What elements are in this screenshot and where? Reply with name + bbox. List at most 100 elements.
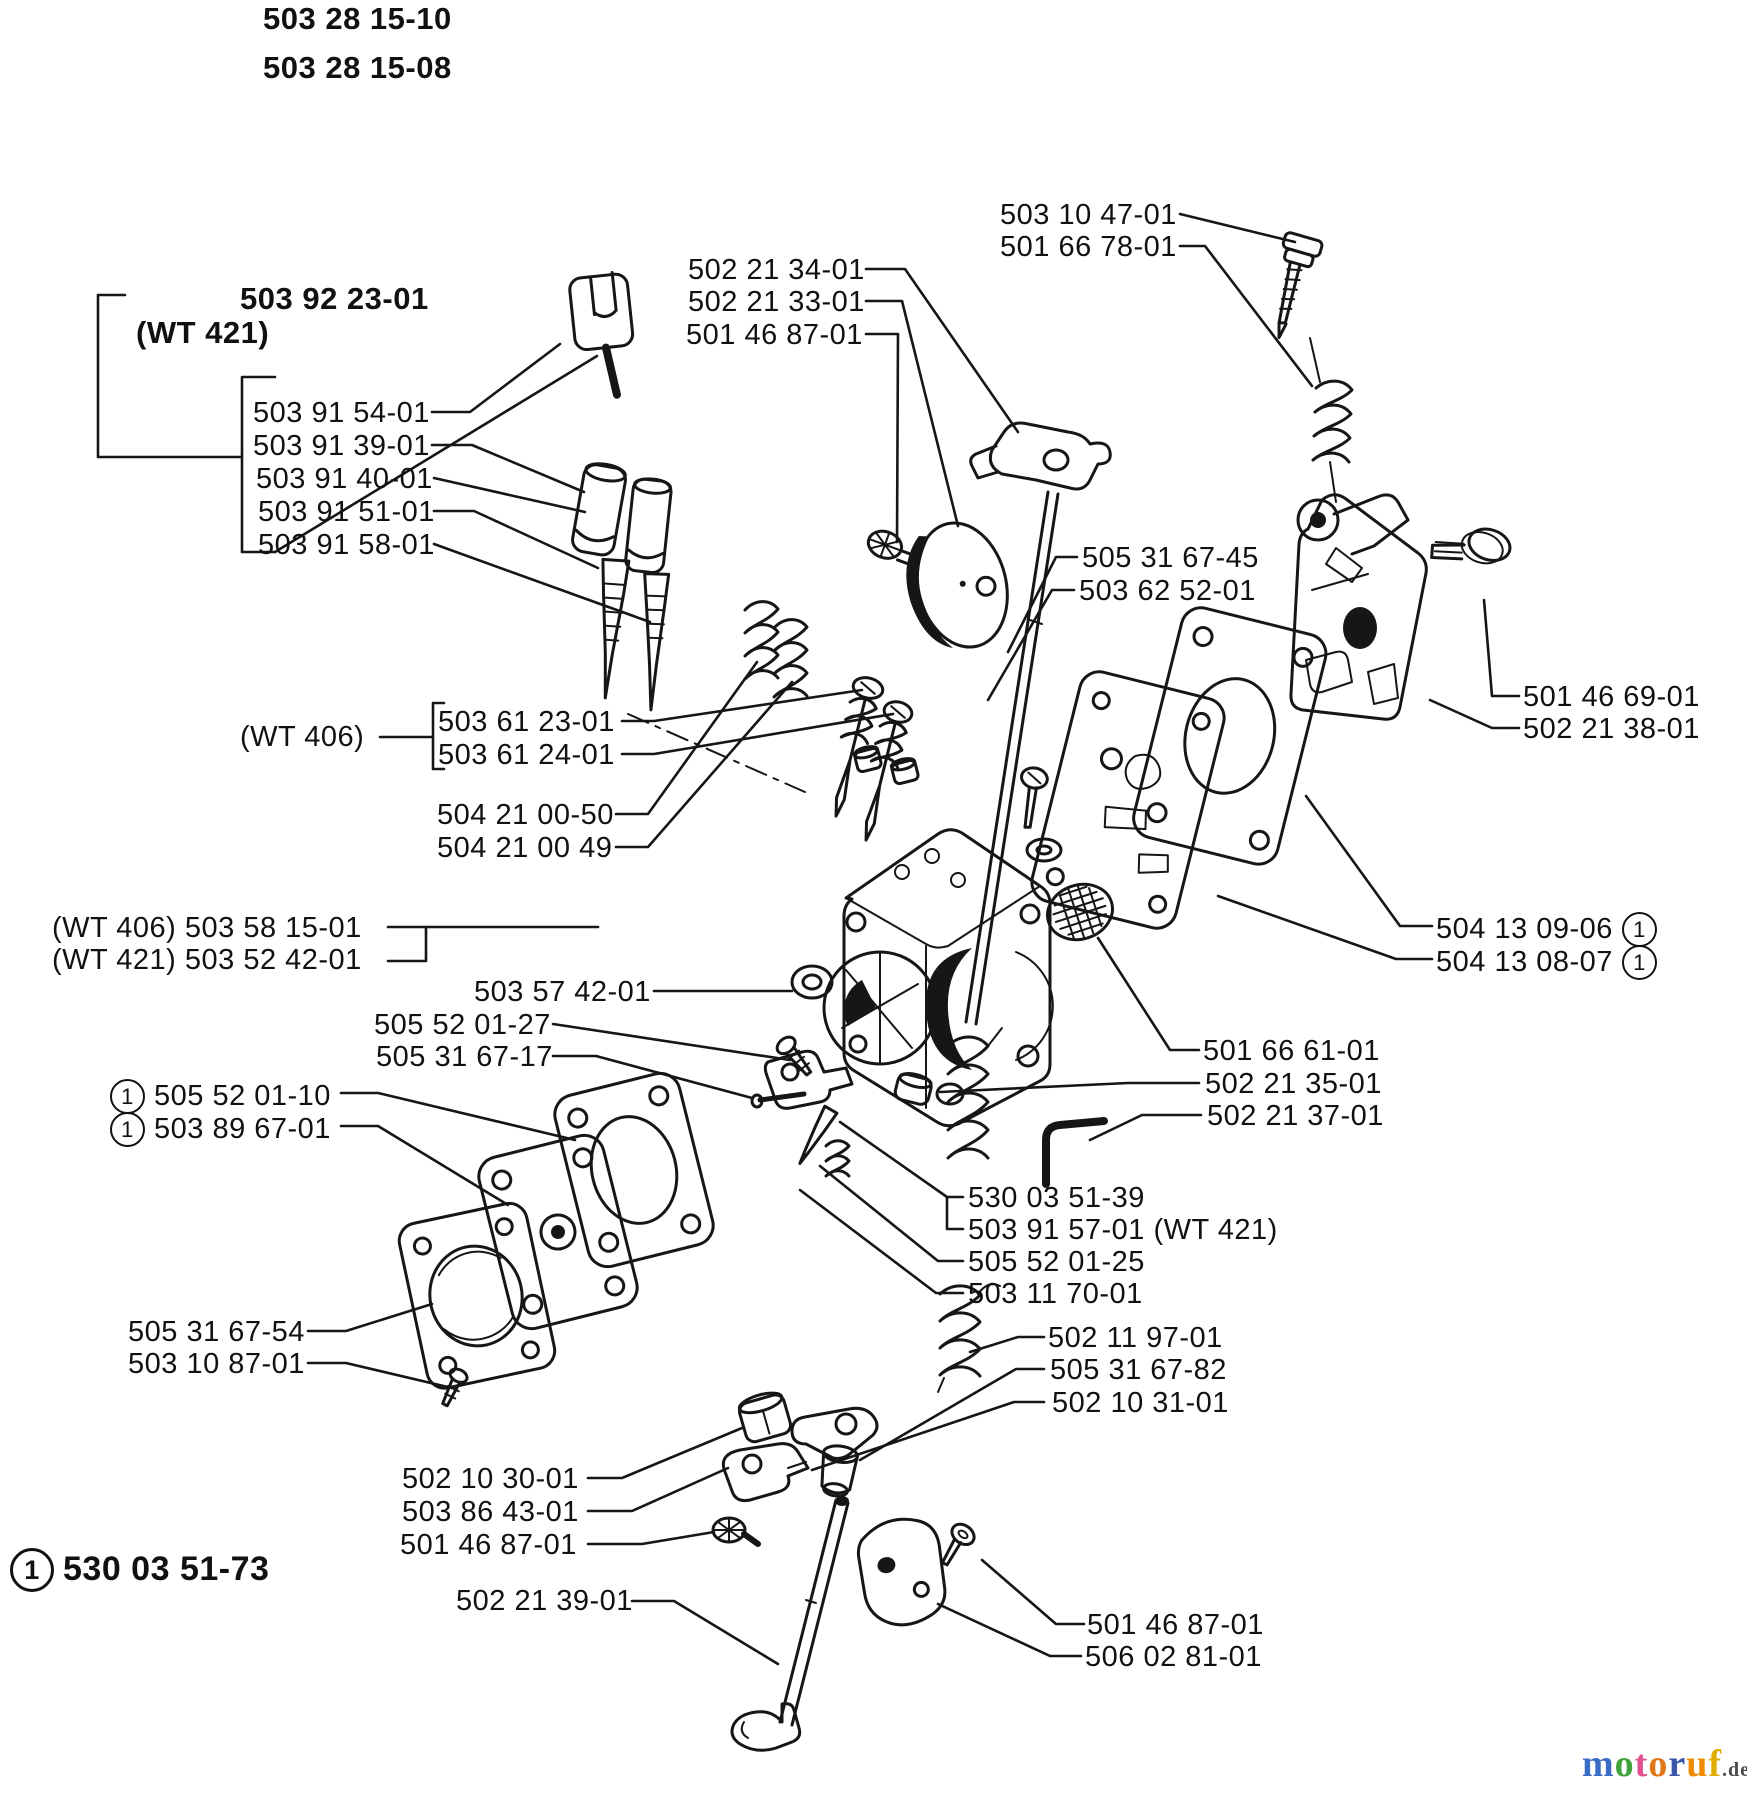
part-number: 502 21 37-01 xyxy=(1207,1100,1384,1132)
part-label: 505 31 67-17 xyxy=(376,1041,553,1073)
logo-letter: o xyxy=(1614,1743,1635,1785)
pump-cover xyxy=(1289,493,1428,721)
choke-lever-and-shaft xyxy=(946,421,1112,1160)
part-number: 503 92 23-01 xyxy=(240,281,429,316)
part-label: 501 46 87-01 xyxy=(686,319,863,351)
part-number: 501 46 87-01 xyxy=(686,319,863,351)
part-label: 501 46 87-01 xyxy=(400,1529,577,1561)
part-number: 502 21 33-01 xyxy=(688,286,865,318)
part-number: 502 10 31-01 xyxy=(1052,1387,1229,1419)
pump-diaphragm-and-gasket xyxy=(1030,606,1328,930)
jet-towers xyxy=(852,745,920,786)
logo-letter: t xyxy=(1634,1743,1649,1785)
logo-letter: r xyxy=(1668,1743,1687,1785)
part-label: 503 11 70-01 xyxy=(968,1278,1143,1310)
logo-letter: f xyxy=(1708,1743,1722,1785)
adjustment-screws xyxy=(834,676,914,842)
part-number: (WT 421) xyxy=(136,315,270,350)
part-number: 501 66 61-01 xyxy=(1203,1035,1380,1067)
idle-stop-screw xyxy=(711,1516,761,1547)
part-number: 503 91 40-01 xyxy=(256,463,433,495)
part-number: 503 28 15-10 xyxy=(263,1,452,36)
part-number: 502 21 35-01 xyxy=(1205,1068,1382,1100)
needle-retainer-clip xyxy=(568,271,635,399)
adjuster-needles xyxy=(601,557,671,712)
throttle-assembly xyxy=(711,1283,1001,1752)
part-label: 502 21 33-01 xyxy=(688,286,865,318)
part-label: 505 31 67-54 xyxy=(128,1316,305,1348)
part-label: 504 21 00-50 xyxy=(437,799,614,831)
circled-1-marker: 1 xyxy=(10,1548,54,1592)
part-number: 505 31 67-54 xyxy=(128,1316,305,1348)
part-label: 505 52 01-27 xyxy=(374,1009,551,1041)
part-label: 502 21 35-01 xyxy=(1205,1068,1382,1100)
part-label: 502 21 34-01 xyxy=(688,254,865,286)
friction-plug xyxy=(893,1072,933,1106)
part-label: 503 91 40-01 xyxy=(256,463,433,495)
part-number: 505 52 01-10 xyxy=(154,1080,331,1113)
part-label: 502 21 38-01 xyxy=(1523,713,1700,745)
part-label: 503 61 24-01 xyxy=(438,740,615,771)
part-number: (WT 406) xyxy=(240,721,365,753)
part-label: 501 66 78-01 xyxy=(1000,232,1177,263)
part-label: 501 46 87-01 xyxy=(1087,1610,1264,1641)
grommet xyxy=(790,964,834,1000)
part-number: 501 46 69-01 xyxy=(1523,681,1700,713)
choke-plate-screw xyxy=(866,529,918,567)
part-label: (WT 421) 503 52 42-01 xyxy=(52,945,362,976)
model-number-2: 503 28 15-08 xyxy=(263,51,452,85)
part-label: 503 91 57-01 (WT 421) xyxy=(968,1215,1278,1246)
throttle-plate-screw xyxy=(940,1522,976,1567)
metering-lever-parts xyxy=(750,1049,854,1178)
part-number: 503 11 70-01 xyxy=(968,1278,1143,1310)
part-number: 502 21 38-01 xyxy=(1523,713,1700,745)
part-label: 503 61 23-01 xyxy=(438,707,615,738)
part-label: 530 03 51-39 xyxy=(968,1182,1145,1214)
part-number: 503 62 52-01 xyxy=(1079,575,1256,607)
cover-screw xyxy=(1430,527,1512,565)
inlet-screen xyxy=(1046,882,1114,942)
part-number: 505 31 67-82 xyxy=(1050,1354,1227,1386)
part-number: 505 52 01-27 xyxy=(374,1009,551,1041)
part-number: 503 86 43-01 xyxy=(402,1496,579,1528)
circled-1-marker: 1 xyxy=(110,1079,145,1114)
leader-lines xyxy=(96,212,1521,1666)
part-label: 501 46 69-01 xyxy=(1523,681,1700,713)
part-label: 503 91 51-01 xyxy=(258,496,435,528)
part-number: 503 91 51-01 xyxy=(258,496,435,528)
part-number: 503 91 39-01 xyxy=(253,430,430,462)
choke-detent-spring xyxy=(1042,1117,1108,1188)
part-number: 502 10 30-01 xyxy=(402,1463,579,1495)
logo-letter: u xyxy=(1686,1743,1709,1785)
part-label: 1 505 52 01-10 xyxy=(110,1079,331,1114)
part-number: 503 89 67-01 xyxy=(154,1113,331,1146)
part-label: 503 10 87-01 xyxy=(128,1348,305,1380)
part-label: 502 11 97-01 xyxy=(1048,1323,1223,1354)
part-number: 503 10 87-01 xyxy=(128,1348,305,1380)
motoruf-watermark: motoruf.de xyxy=(1582,1742,1747,1786)
part-label: 503 91 39-01 xyxy=(253,430,430,462)
part-number: 504 21 00-50 xyxy=(437,799,614,831)
part-number: 505 31 67-17 xyxy=(376,1041,553,1073)
part-number: 504 21 00 49 xyxy=(437,832,613,864)
part-label: 503 10 47-01 xyxy=(1000,200,1177,231)
choke-shutter-disc xyxy=(906,521,1009,649)
carburetor-body xyxy=(822,828,1054,1128)
part-number: 505 31 67-45 xyxy=(1082,542,1259,574)
metering-diaphragm-stack xyxy=(397,1071,715,1408)
part-label: 503 57 42-01 xyxy=(474,977,651,1008)
part-number: 502 21 34-01 xyxy=(688,254,865,286)
part-number: 501 46 87-01 xyxy=(400,1529,577,1561)
part-number: 530 03 51-39 xyxy=(968,1182,1145,1214)
circled-1-marker: 1 xyxy=(1621,912,1657,947)
circled-1-marker: 1 xyxy=(1621,945,1657,980)
logo-letter: o xyxy=(1648,1743,1669,1785)
part-label: 501 66 61-01 xyxy=(1203,1035,1380,1067)
part-label: 504 21 00 49 xyxy=(437,832,613,864)
part-number: 504 13 09-06 xyxy=(1436,913,1613,946)
idle-speed-screw xyxy=(1277,231,1354,503)
